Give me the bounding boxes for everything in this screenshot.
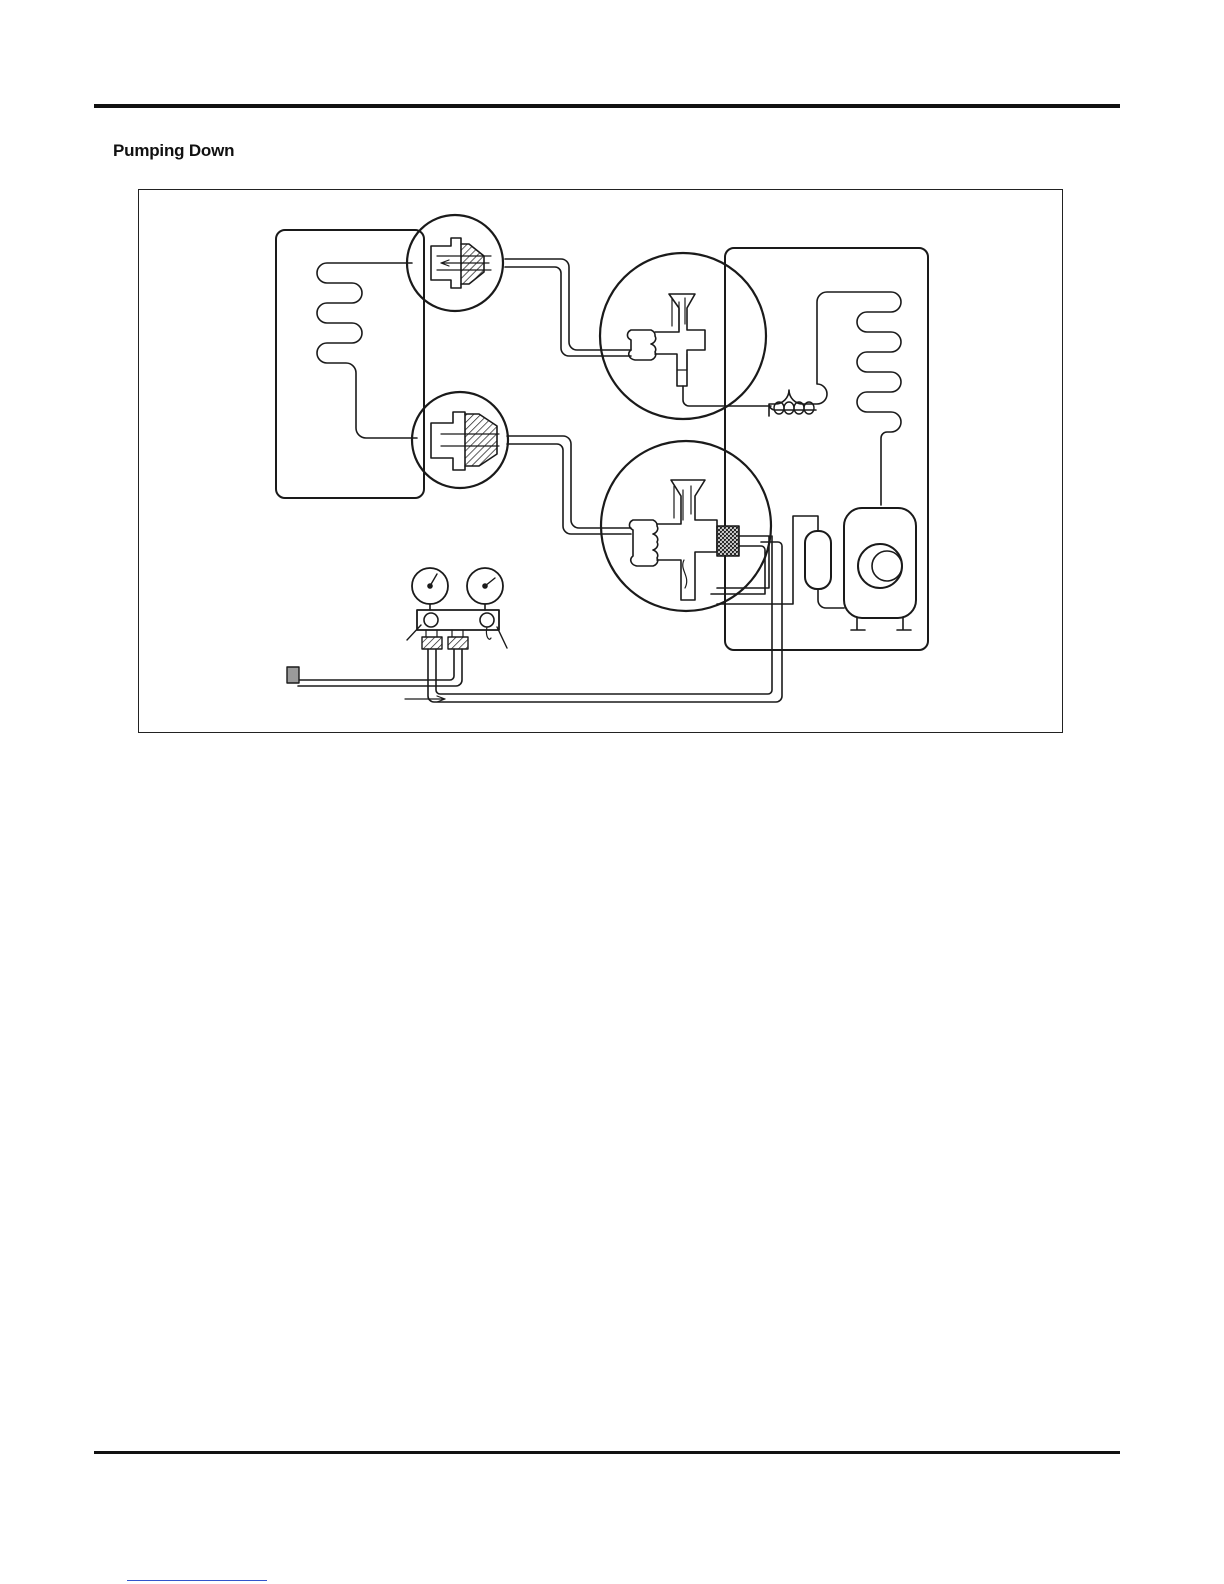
charging-port: [717, 526, 739, 556]
header-rule: [94, 104, 1120, 108]
charging-hose: [428, 536, 782, 702]
center-hose: [298, 649, 462, 686]
lower-service-valve: [601, 441, 771, 611]
hose-end-fitting-icon: [287, 667, 299, 683]
pumping-down-figure: [138, 189, 1063, 733]
manifold-gauge: [287, 536, 782, 702]
high-valve-knob-icon: [480, 613, 494, 627]
section-title: Pumping Down: [113, 141, 234, 161]
liquid-line: [505, 259, 631, 356]
indoor-coil: [317, 263, 417, 438]
outdoor-unit: [717, 248, 928, 650]
refrigerant-circuit-diagram: [139, 190, 1064, 734]
low-valve-knob-icon: [424, 613, 438, 627]
footer-rule: [94, 1451, 1120, 1454]
footer-link-underline[interactable]: [127, 1580, 267, 1581]
upper-service-valve: [600, 253, 771, 419]
compressor: [844, 508, 916, 630]
indoor-unit: [276, 230, 424, 498]
upper-flare-connection: [407, 215, 503, 311]
lower-flare-connection: [412, 392, 508, 488]
flow-arrow-icon: [405, 696, 445, 702]
outdoor-coil: [769, 292, 901, 505]
